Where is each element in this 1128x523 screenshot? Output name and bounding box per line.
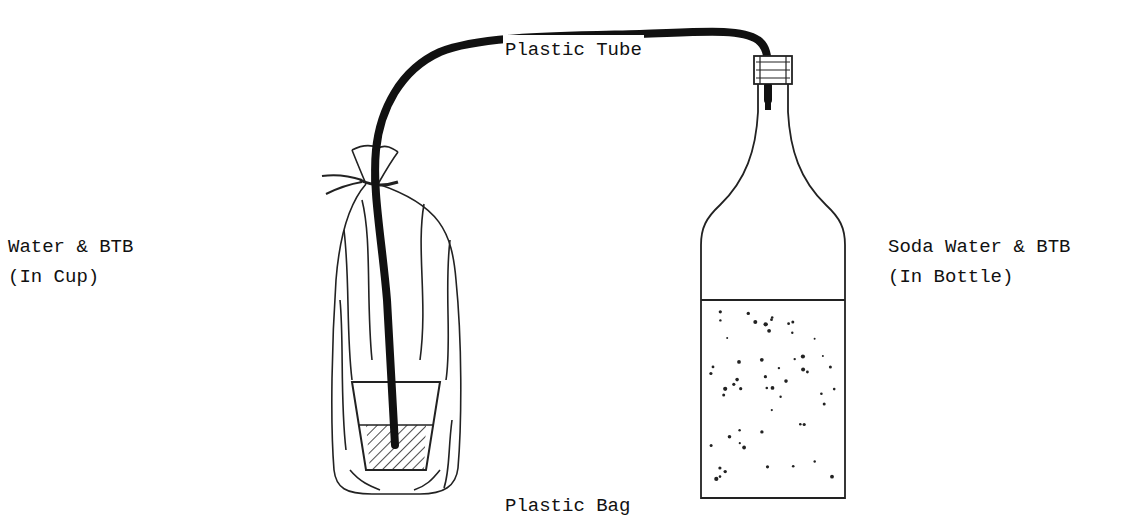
bottle-liquid-label: Soda Water & BTB (In Bottle) — [886, 232, 1084, 292]
bottle — [701, 56, 845, 498]
plastic-tube — [375, 32, 768, 445]
cup-liquid-label: Water & BTB (In Cup) — [6, 232, 147, 292]
tube-label: Plastic Tube — [503, 35, 644, 65]
bag-label: Plastic Bag — [503, 491, 632, 521]
